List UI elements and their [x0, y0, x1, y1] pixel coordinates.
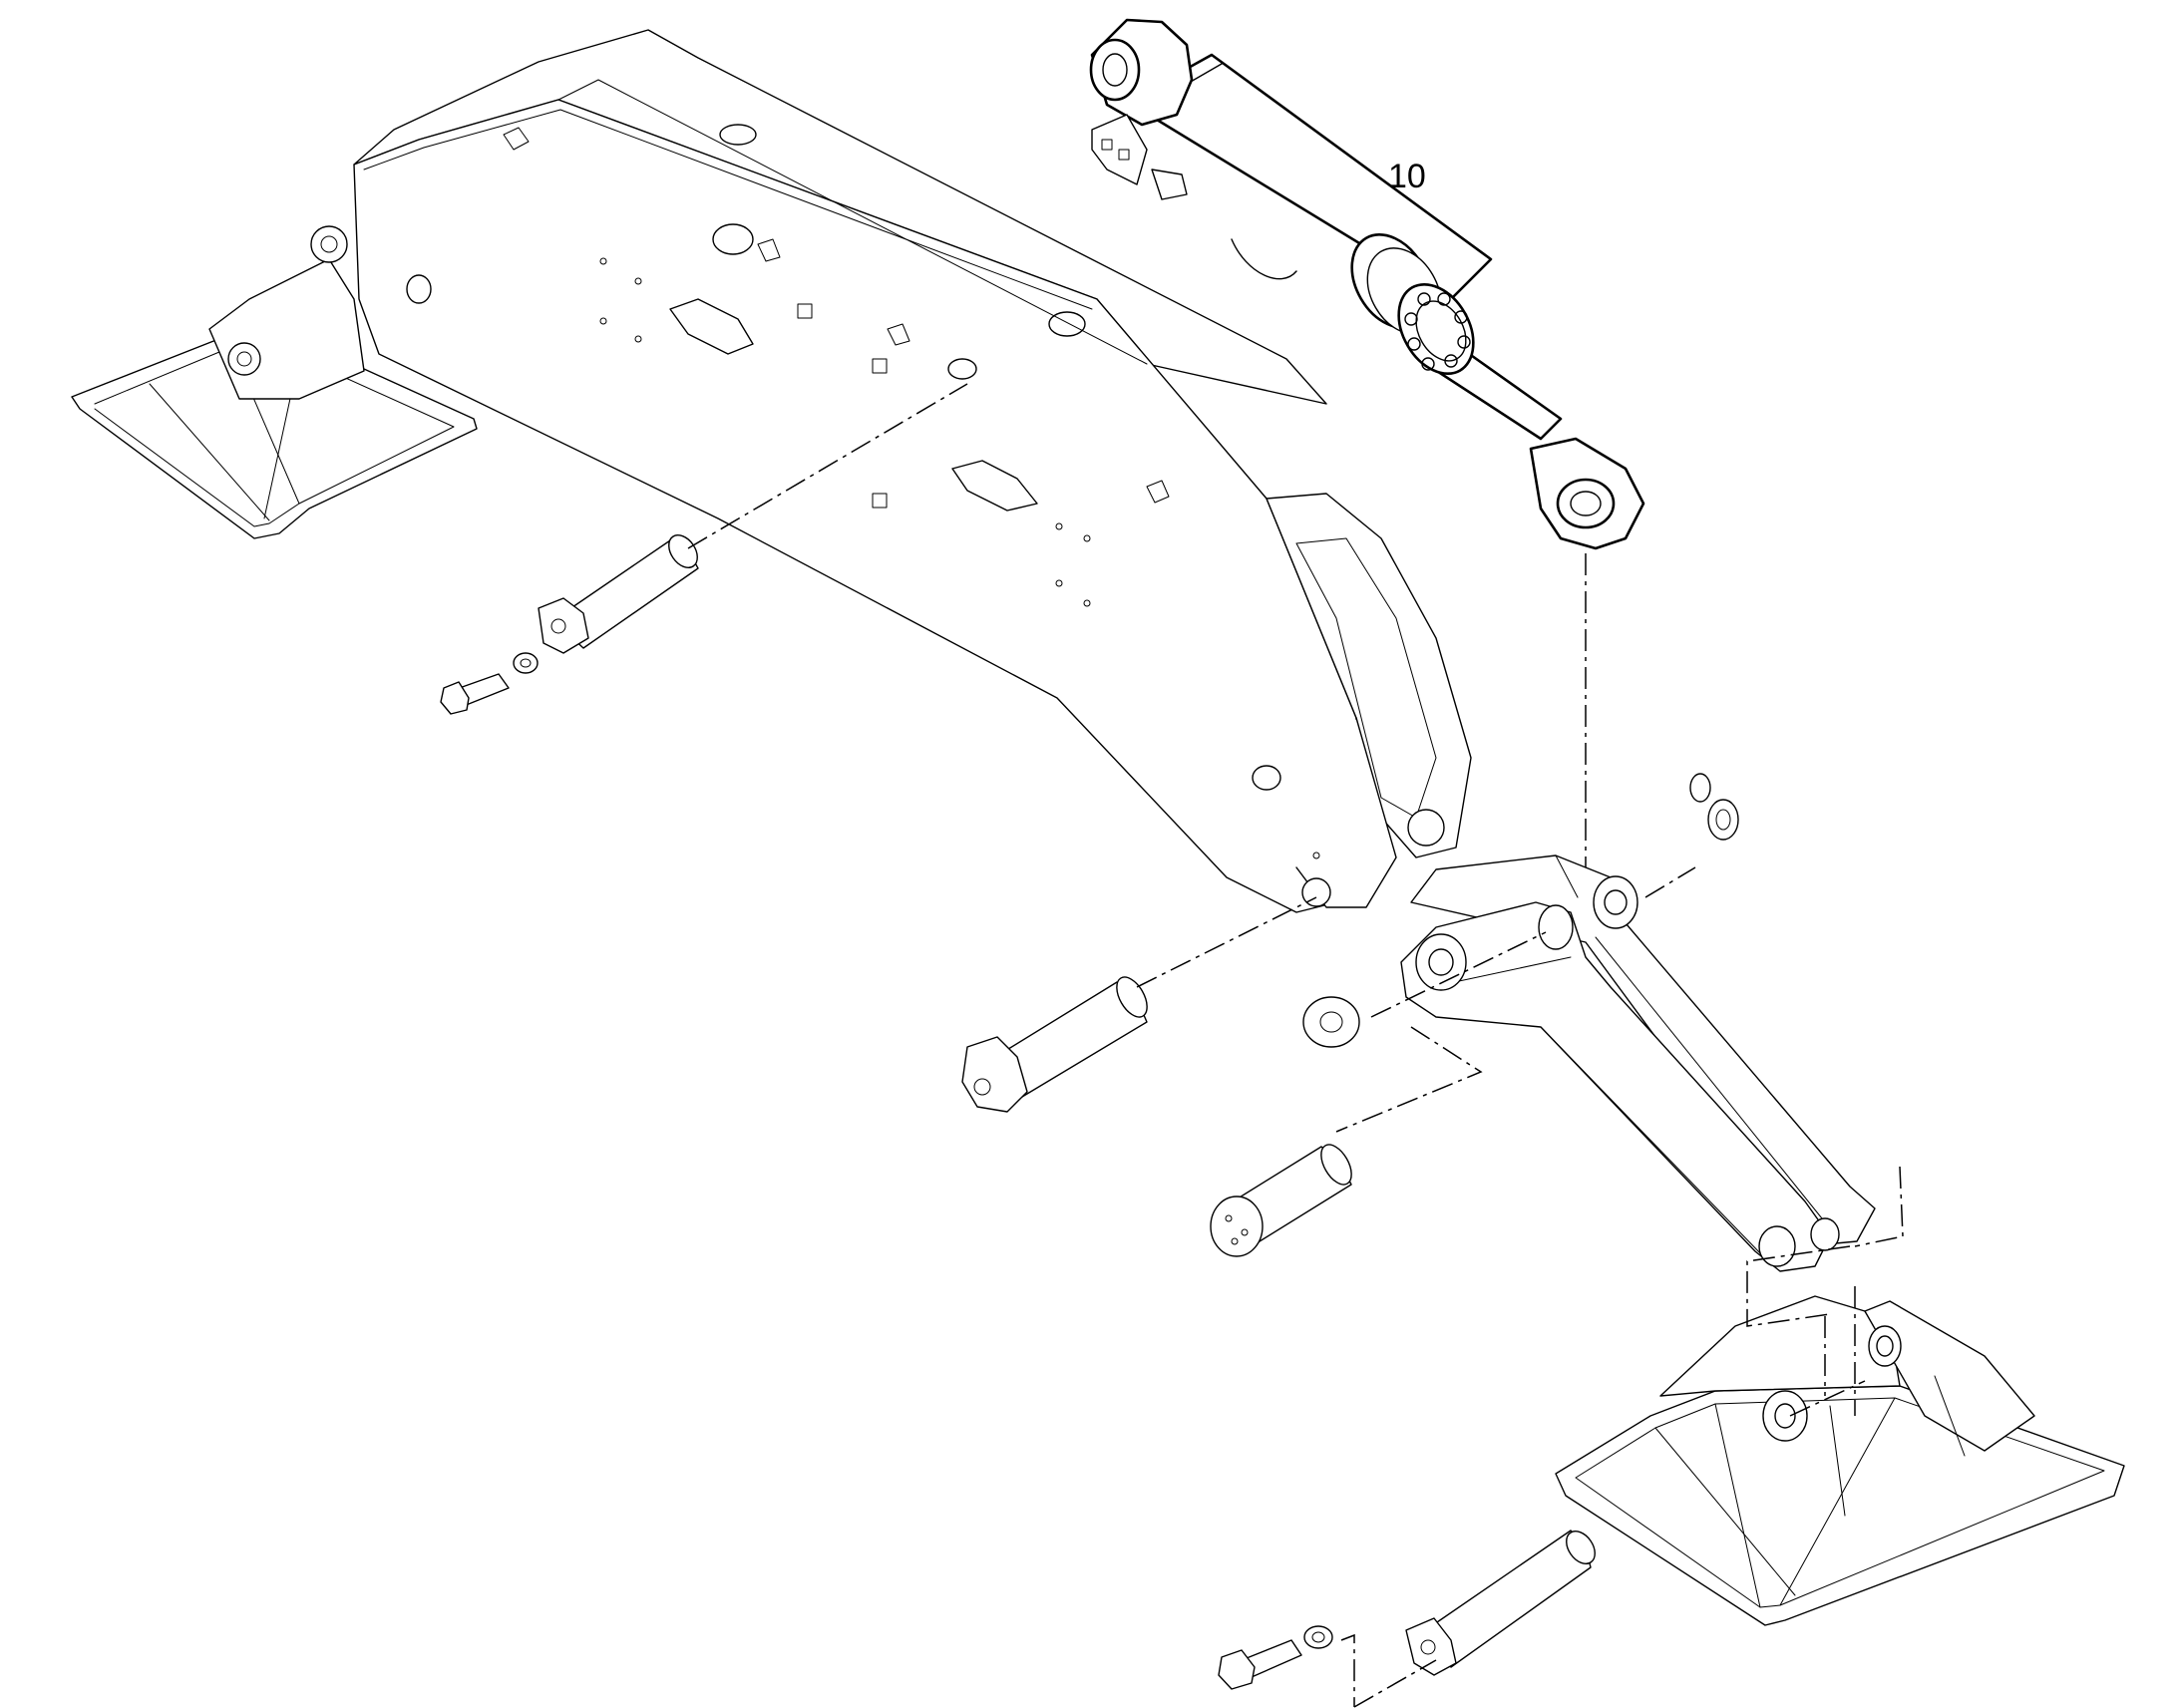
washer-upper-right	[1689, 773, 1739, 841]
callout-label: 10	[1388, 158, 1426, 195]
bottom-pin	[1405, 1530, 1596, 1676]
assembly-leader-lines	[687, 383, 1904, 1708]
lower-link-arm	[1400, 854, 1876, 1272]
left-foot-pad	[71, 225, 478, 539]
washer-mid	[1302, 996, 1360, 1048]
short-pin-lower	[1210, 1144, 1352, 1257]
bottom-bolt	[1218, 1625, 1333, 1690]
right-foot-pad	[1555, 1295, 2125, 1626]
hydraulic-cylinder	[1089, 18, 1645, 550]
boom-pin-upper	[538, 534, 699, 654]
pin-with-flange-mid	[961, 976, 1148, 1113]
main-boom-arm	[353, 29, 1472, 913]
boom-bolt-upper	[440, 652, 539, 715]
callout-10: 10	[1388, 158, 1426, 195]
